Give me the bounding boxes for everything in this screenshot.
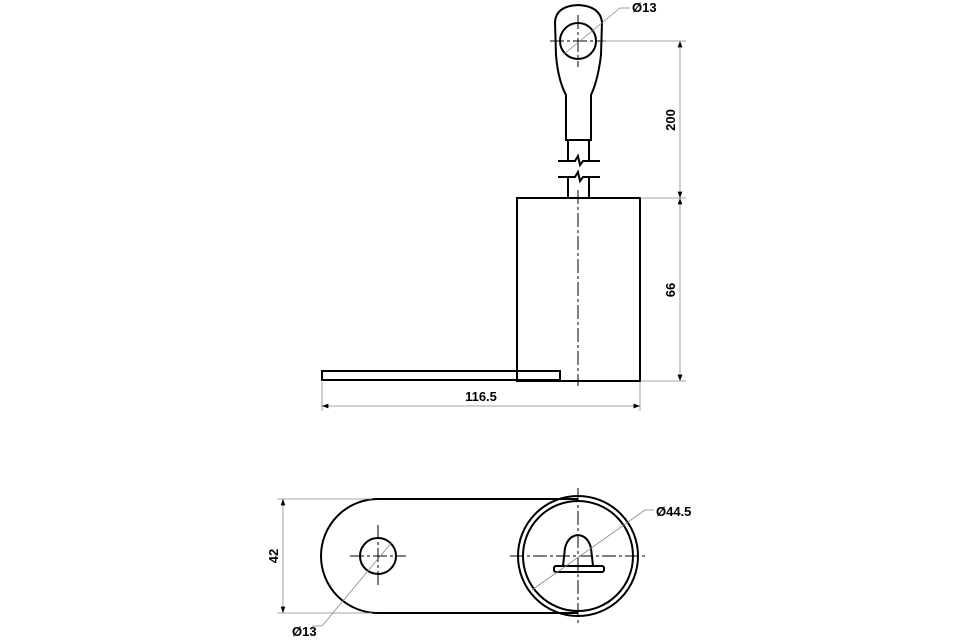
stem-break	[558, 140, 600, 198]
eye-bolt-outline	[553, 3, 604, 141]
eye-hole-diameter-label: Ø13	[632, 0, 657, 15]
front-view: Ø13 200 66 116.5	[321, 0, 686, 411]
tube-diameter-label: Ø44.5	[656, 504, 691, 519]
plate-outline	[320, 498, 578, 614]
plate-hole-diameter-label: Ø13	[292, 624, 317, 639]
top-view: 42 Ø13 Ø44.5	[266, 488, 691, 639]
bolt-base	[553, 565, 605, 573]
eye-height-label: 200	[663, 109, 678, 131]
overall-length-label: 116.5	[465, 389, 497, 404]
plate-width-label: 42	[266, 549, 281, 563]
base-plate	[321, 370, 561, 381]
cylinder-height-label: 66	[663, 283, 678, 297]
